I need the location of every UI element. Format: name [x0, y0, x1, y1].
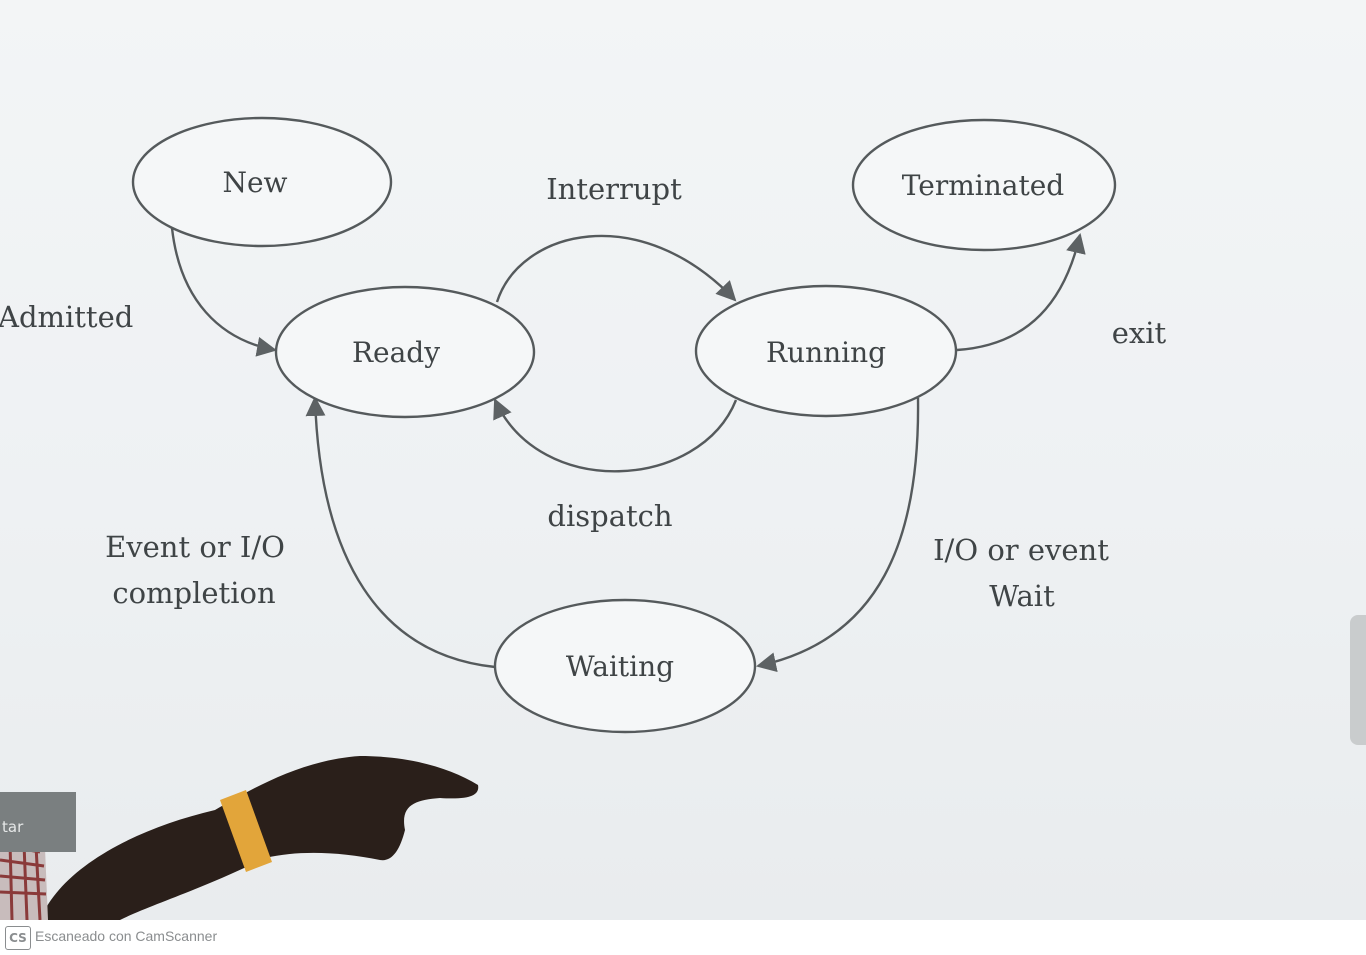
state-terminated: Terminated	[851, 118, 1117, 252]
edge-exit	[956, 233, 1086, 352]
process-state-diagram: New Ready Running Terminated Waiting Adm…	[0, 116, 1167, 920]
label-interrupt: Interrupt	[546, 172, 682, 206]
camscanner-watermark: Escaneado con CamScanner	[35, 928, 218, 944]
state-waiting-label: Waiting	[566, 650, 674, 683]
edge-dispatch	[493, 398, 738, 473]
camscanner-logo: CS	[5, 926, 31, 950]
overlay-button: tar	[0, 792, 76, 852]
edge-io-event-wait	[756, 397, 920, 673]
projector-screen: New Ready Running Terminated Waiting Adm…	[0, 0, 1366, 920]
scanner-footer: CS Escaneado con CamScanner	[0, 920, 1366, 955]
edge-admitted	[170, 227, 277, 357]
presenter-hand	[0, 756, 479, 920]
label-exit: exit	[1112, 316, 1167, 350]
state-new: New	[131, 116, 393, 248]
state-ready-label: Ready	[352, 336, 440, 369]
edge-event-io-completion	[305, 396, 496, 669]
overlay-button-label: tar	[2, 818, 24, 836]
label-io-event-line1: I/O or event	[933, 533, 1109, 567]
label-dispatch: dispatch	[547, 499, 672, 533]
state-new-label: New	[222, 166, 287, 199]
state-running-label: Running	[766, 336, 886, 369]
label-admitted: Admitted	[0, 300, 133, 334]
label-io-event-line2: Wait	[989, 579, 1055, 613]
label-completion-line2: completion	[112, 576, 275, 610]
state-terminated-label: Terminated	[902, 169, 1065, 202]
edge-interrupt	[495, 234, 737, 303]
state-running: Running	[694, 284, 958, 418]
state-waiting: Waiting	[493, 598, 757, 734]
state-ready: Ready	[274, 285, 536, 419]
side-tab	[1350, 615, 1366, 745]
label-completion-line1: Event or I/O	[105, 530, 285, 564]
